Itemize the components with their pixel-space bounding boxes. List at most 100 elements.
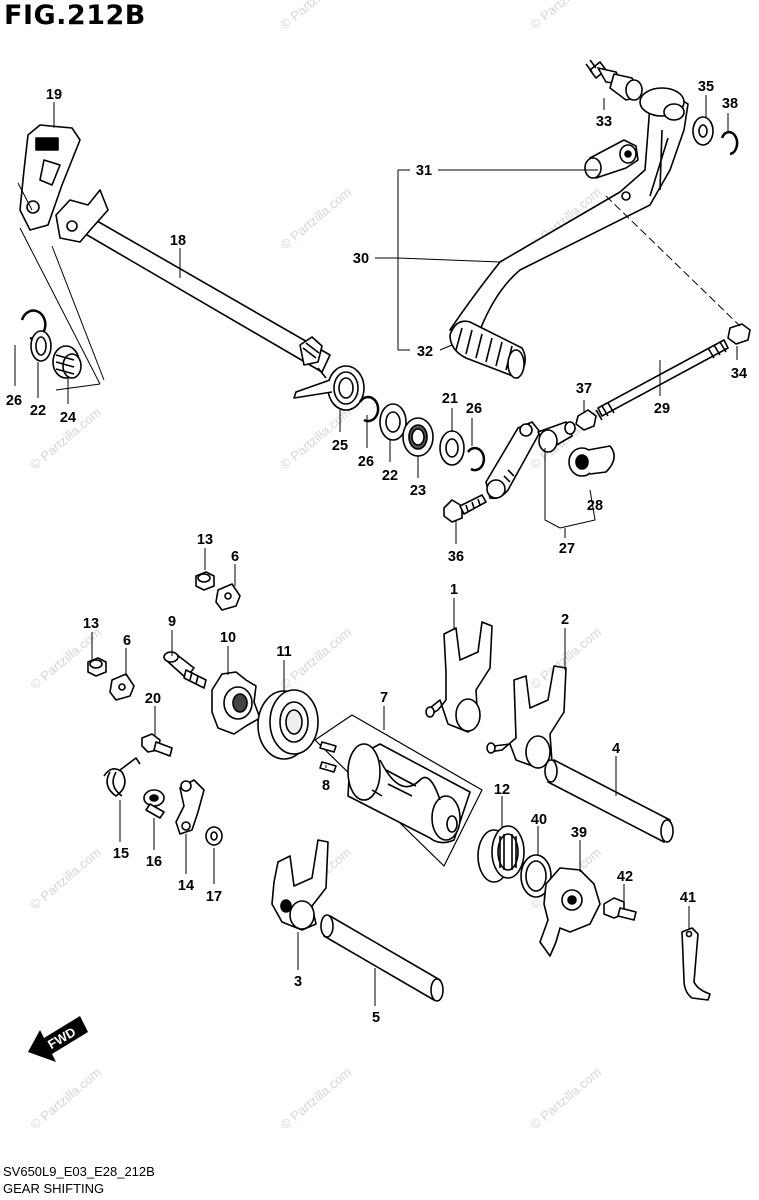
part-21-washer <box>439 430 465 466</box>
callout-33: 33 <box>596 114 612 130</box>
part-35-washer <box>692 116 714 146</box>
part-18-shift-shaft <box>55 189 331 373</box>
part-28-rod-end-cap <box>568 445 615 477</box>
part-27-rod-end <box>537 421 576 453</box>
callout-24: 24 <box>60 410 76 426</box>
watermark: © Partzilla.com <box>27 844 104 912</box>
callout-3: 3 <box>294 974 302 990</box>
figure-title: FIG.212B <box>4 0 146 31</box>
callout-38: 38 <box>722 96 738 112</box>
callout-22: 22 <box>30 403 46 419</box>
callout-16: 16 <box>146 854 162 870</box>
watermark: © Partzilla.com <box>527 1064 604 1132</box>
callout-17: 17 <box>206 889 222 905</box>
part-8-pins <box>319 741 337 773</box>
callout-26: 26 <box>6 393 22 409</box>
part-32-footpeg-rubber <box>449 320 526 379</box>
part-38-clip <box>720 130 739 156</box>
watermark: © Partzilla.com <box>277 1064 354 1132</box>
leader-lines <box>14 95 741 1006</box>
part-41-guide <box>681 927 711 1001</box>
part-33-pivot-stud <box>585 59 643 101</box>
figure-code: SV650L9_E03_E28_212B <box>3 1164 155 1179</box>
watermark: © Partzilla.com <box>27 1064 104 1132</box>
part-7-gearshift-cam <box>347 743 471 844</box>
part-26-circlip <box>358 395 380 423</box>
part-12-bearing <box>477 825 525 883</box>
callout-25: 25 <box>332 438 348 454</box>
part-31-pivot-bolt <box>584 139 639 179</box>
part-39-cam-plate <box>539 867 601 957</box>
callout-8: 8 <box>322 778 330 794</box>
part-24-spring <box>52 345 82 379</box>
callout-7: 7 <box>380 690 388 706</box>
callout-26: 26 <box>358 454 374 470</box>
part-30-gearshift-lever <box>449 87 689 331</box>
part-19-shift-arm <box>19 124 81 231</box>
callout-35: 35 <box>698 79 714 95</box>
callout-36: 36 <box>448 549 464 565</box>
part-22-washer <box>379 403 407 441</box>
part-9-pin <box>163 651 207 689</box>
callout-12: 12 <box>494 782 510 798</box>
callout-2: 2 <box>561 612 569 628</box>
part-5-fork-shaft <box>320 914 444 1002</box>
part-13-screw <box>87 657 107 677</box>
callout-40: 40 <box>531 812 547 828</box>
callout-9: 9 <box>168 614 176 630</box>
callout-5: 5 <box>372 1010 380 1026</box>
part-11-bearing <box>257 689 319 760</box>
callout-11: 11 <box>276 644 291 660</box>
callout-20: 20 <box>145 691 161 707</box>
part-1-shift-fork <box>425 621 493 733</box>
callout-39: 39 <box>571 825 587 841</box>
part-42-bolt <box>603 897 637 921</box>
callout-41: 41 <box>680 890 696 906</box>
part-27-shift-lever-link <box>485 421 541 500</box>
callout-37: 37 <box>576 381 592 397</box>
part-17-washer <box>205 826 223 846</box>
part-22-washer <box>30 330 52 362</box>
part-40-washer <box>520 854 552 898</box>
callout-19: 19 <box>46 87 62 103</box>
part-34-nut <box>727 323 751 345</box>
watermark: © Partzilla.com <box>527 0 604 32</box>
part-3-shift-fork <box>271 839 329 931</box>
callout-42: 42 <box>617 869 633 885</box>
callout-1: 1 <box>450 582 458 598</box>
callout-10: 10 <box>220 630 236 646</box>
part-10-stopper <box>211 671 261 735</box>
callout-29: 29 <box>654 401 670 417</box>
watermark: © Partzilla.com <box>27 624 104 692</box>
part-23-oil-seal <box>402 417 434 457</box>
callout-31: 31 <box>416 163 432 179</box>
forward-arrow-icon: FWD <box>28 1016 88 1062</box>
callout-30: 30 <box>353 251 369 267</box>
callout-27: 27 <box>559 541 575 557</box>
part-36-bolt <box>443 494 487 523</box>
callout-23: 23 <box>410 483 426 499</box>
callout-28: 28 <box>587 498 603 514</box>
callout-26: 26 <box>466 401 482 417</box>
part-4-fork-shaft <box>544 759 674 843</box>
callout-labels: 19 18 26 22 24 25 26 22 23 21 26 36 27 2… <box>6 79 747 1026</box>
callout-15: 15 <box>113 846 129 862</box>
callout-4: 4 <box>612 741 620 757</box>
watermark: © Partzilla.com <box>277 0 354 32</box>
callout-18: 18 <box>170 233 186 249</box>
part-13-screw <box>195 571 215 591</box>
part-37-nut <box>575 409 597 431</box>
figure-caption: GEAR SHIFTING <box>3 1181 105 1196</box>
part-20-bolt <box>141 733 173 757</box>
callout-21: 21 <box>442 391 458 407</box>
callout-34: 34 <box>731 366 747 382</box>
callout-6: 6 <box>231 549 239 565</box>
callout-32: 32 <box>417 344 433 360</box>
part-29-shift-rod <box>595 339 729 421</box>
part-14-stopper-arm <box>175 779 205 835</box>
callout-6: 6 <box>123 633 131 649</box>
callout-22: 22 <box>382 468 398 484</box>
part-25-return-spring <box>293 365 365 411</box>
callout-13: 13 <box>83 616 99 632</box>
